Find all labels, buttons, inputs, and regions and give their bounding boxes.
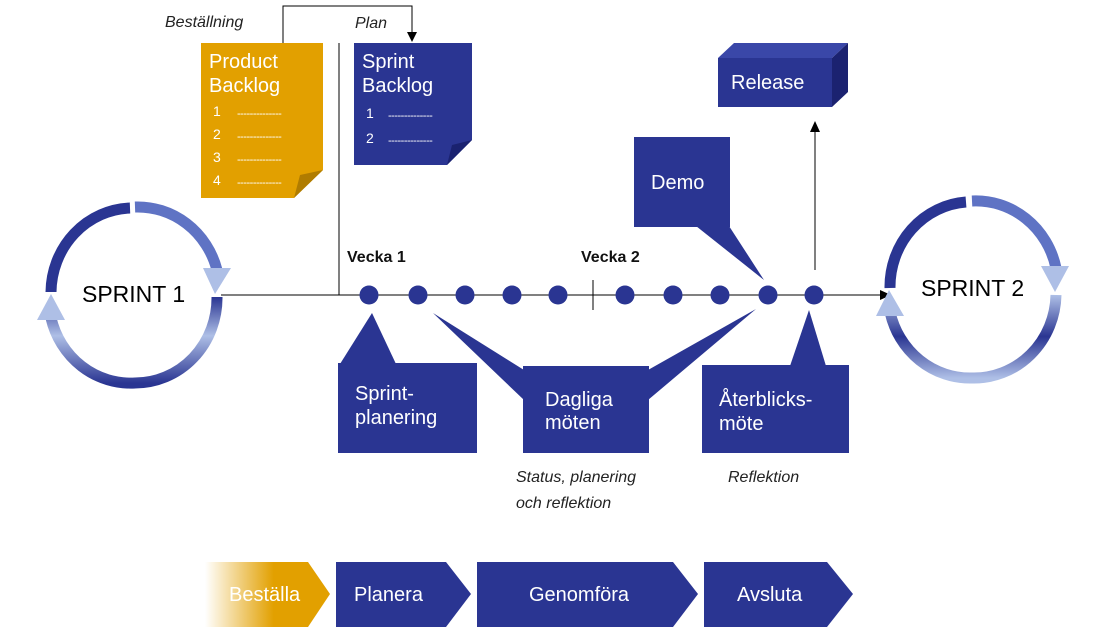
daily-note-line1: Status, planering <box>516 469 636 486</box>
day-dot <box>758 285 778 305</box>
release-label: Release <box>731 72 804 94</box>
release-arrowhead <box>810 121 820 132</box>
day-dot <box>615 285 635 305</box>
day-dot <box>663 285 683 305</box>
sprint-1-cycle: SPRINT 1 <box>37 201 231 389</box>
sprint-backlog-title-line1: Sprint <box>362 51 415 73</box>
sprint-backlog-title-line2: Backlog <box>362 75 433 97</box>
retrospective-line2: möte <box>719 413 763 435</box>
retrospective-line1: Återblicks- <box>719 388 812 411</box>
daily-meetings-callout: Dagliga möten <box>433 309 756 453</box>
phase-execute: Genomföra <box>477 562 698 627</box>
phase-plan: Planera <box>336 562 471 627</box>
demo-callout: Demo <box>634 137 764 280</box>
day-dot <box>359 285 379 305</box>
daily-meetings-line2: möten <box>545 412 601 434</box>
daily-note-line2: och reflektion <box>516 495 611 512</box>
week-2-label: Vecka 2 <box>581 249 640 266</box>
week-1-label: Vecka 1 <box>347 249 406 266</box>
product-backlog-card: Product Backlog 1 -------------- 2 -----… <box>201 43 323 198</box>
product-item-dashes: -------------- <box>237 131 282 143</box>
phase-plan-label: Planera <box>354 584 424 606</box>
plan-label: Plan <box>355 15 387 32</box>
product-backlog-title-line2: Backlog <box>209 75 280 97</box>
phase-bar: Beställa Planera Genomföra Avsluta <box>205 562 853 627</box>
day-dot <box>408 285 428 305</box>
release-box: Release <box>718 43 848 107</box>
phase-order-label: Beställa <box>229 584 301 606</box>
product-item-number: 1 <box>213 103 221 119</box>
phase-close: Avsluta <box>704 562 853 627</box>
sprint-2-cycle: SPRINT 2 <box>876 195 1069 384</box>
sprint-item-dashes: -------------- <box>388 110 433 122</box>
product-item-number: 4 <box>213 172 221 188</box>
product-item-dashes: -------------- <box>237 154 282 166</box>
order-to-plan-arrowhead <box>407 32 417 42</box>
day-dot <box>710 285 730 305</box>
timeline-arrowhead <box>880 290 891 300</box>
sprint-backlog-card: Sprint Backlog 1 -------------- 2 ------… <box>354 43 472 165</box>
product-item-number: 2 <box>213 126 221 142</box>
sprint-planning-line1: Sprint- <box>355 383 414 405</box>
retro-note: Reflektion <box>728 469 799 486</box>
product-item-number: 3 <box>213 149 221 165</box>
sprint-item-number: 2 <box>366 130 374 146</box>
day-dot <box>502 285 522 305</box>
product-item-dashes: -------------- <box>237 108 282 120</box>
product-backlog-title-line1: Product <box>209 51 278 73</box>
phase-order: Beställa <box>205 562 330 627</box>
day-dot <box>548 285 568 305</box>
demo-label: Demo <box>651 172 704 194</box>
retrospective-callout: Återblicks- möte <box>702 310 849 453</box>
product-item-dashes: -------------- <box>237 177 282 189</box>
sprint-2-label: SPRINT 2 <box>921 275 1024 301</box>
day-dot <box>804 285 824 305</box>
sprint-planning-line2: planering <box>355 407 437 429</box>
sprint-planning-callout: Sprint- planering <box>338 313 477 453</box>
order-label: Beställning <box>165 14 243 31</box>
sprint-item-dashes: -------------- <box>388 135 433 147</box>
sprint-item-number: 1 <box>366 105 374 121</box>
day-dot <box>455 285 475 305</box>
daily-dots <box>359 285 824 305</box>
daily-meetings-line1: Dagliga <box>545 389 614 411</box>
order-to-plan-connector <box>282 5 413 43</box>
sprint-1-label: SPRINT 1 <box>82 281 185 307</box>
phase-close-label: Avsluta <box>737 584 803 606</box>
phase-execute-label: Genomföra <box>529 584 630 606</box>
